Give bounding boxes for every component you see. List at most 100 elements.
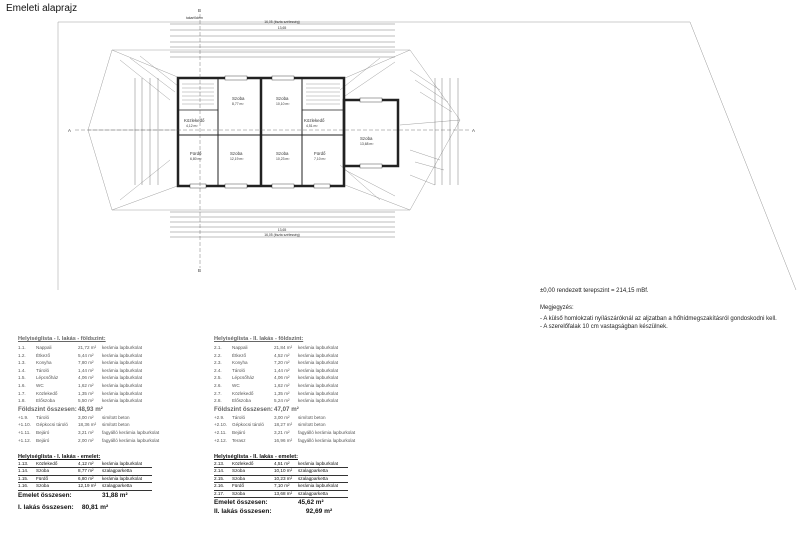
room-number: 1.13. <box>18 461 29 466</box>
room-area: 10,10 m² <box>276 102 290 106</box>
room-name: Közlekedő <box>232 390 254 396</box>
room-number: 2.16. <box>214 483 225 489</box>
room-name: Lépcsőház <box>36 375 59 381</box>
room-name: Nappali <box>36 345 52 350</box>
apartment-1-total-label: I. lakás összesen: <box>18 504 74 511</box>
room-name: Fürdő <box>232 483 245 489</box>
room-name: Közlekedő <box>36 461 58 466</box>
room-name: Közlekedő <box>232 461 254 466</box>
room-name: Szoba <box>232 475 246 481</box>
room-name: WC <box>232 382 240 388</box>
room-area: 1,62 m² <box>78 382 94 388</box>
room-name: Étkező <box>232 352 247 358</box>
total-value: 47,07 m² <box>274 405 299 413</box>
room-name: Szoba <box>276 96 289 101</box>
room-area: 6,80 m² <box>190 157 202 161</box>
room-number: 2.17. <box>214 490 225 496</box>
bottom-dimension-lines <box>170 211 395 238</box>
room-number: +1.11. <box>18 429 31 435</box>
floor-finish: kerámia lapburkolat <box>298 375 339 381</box>
room-area: 5,50 m² <box>78 398 94 404</box>
room-number: +2.10. <box>214 422 227 428</box>
apartment-2-total: II. lakás összesen: 92,69 m² <box>214 508 332 515</box>
total-label: Emelet összesen: <box>214 498 268 506</box>
room-area: 6,80 m² <box>78 475 94 481</box>
room-number: 1.7. <box>18 390 26 396</box>
room-number: 1.8. <box>18 398 26 404</box>
room-number: +2.12. <box>214 437 227 443</box>
site-boundary-line <box>58 21 797 290</box>
room-area: 10,23 m² <box>276 157 290 161</box>
floor-finish: simított beton <box>298 422 326 428</box>
room-name: Szoba <box>232 490 246 496</box>
room-name: Tároló <box>232 367 246 373</box>
room-name: Szoba <box>36 483 50 489</box>
dim-total-bottom: 16,05 (tiszta szélesség) <box>264 233 300 237</box>
room-area: 4,06 m² <box>78 375 94 381</box>
note-line: - A szerelőfalak 10 cm vastagságban kész… <box>540 324 668 330</box>
room-name: Szoba <box>232 96 245 101</box>
room-number: 1.1. <box>18 345 26 350</box>
room-area: 3,21 m² <box>78 429 94 435</box>
room-name: Nappali <box>232 345 248 350</box>
room-number: 1.3. <box>18 360 26 366</box>
room-area: 4,06 m² <box>274 375 290 381</box>
table-total: Földszint összesen:48,93 m² <box>18 405 182 414</box>
room-name: Előszoba <box>36 398 55 404</box>
room-list-ground-2: Helyiséglista - II. lakás - földszint:2.… <box>214 336 378 444</box>
room-area: 18,36 m² <box>78 422 97 428</box>
notes-heading: Megjegyzés: <box>540 305 574 311</box>
floor-finish: kerámia lapburkolat <box>298 398 339 404</box>
room-number: 1.16. <box>18 483 29 489</box>
room-area: 1,35 m² <box>274 390 290 396</box>
room-name: Fürdő <box>190 151 202 156</box>
total-label: Földszint összesen: <box>18 405 77 413</box>
page-title: Emeleti alaprajz <box>6 3 78 14</box>
room-list-upper-1: Helyiséglista - I. lakás - emelet:1.13.K… <box>18 454 152 500</box>
room-number: 2.3. <box>214 360 222 366</box>
room-area: 5,44 m² <box>78 352 94 358</box>
floor-finish: simított beton <box>102 422 130 428</box>
apartment-1-total-value: 80,81 m² <box>81 504 109 511</box>
floor-finish: szalagparketta <box>102 468 132 474</box>
room-area: 8,77 m² <box>78 468 94 474</box>
room-area: 8,77 m² <box>232 102 244 106</box>
room-area: 4,52 m² <box>274 352 290 358</box>
room-area: 2,00 m² <box>78 437 94 443</box>
dim-mid-bottom: 13,65 <box>278 228 287 232</box>
room-name: Szoba <box>36 468 50 474</box>
room-area: 1,35 m² <box>78 390 94 396</box>
total-value: 45,62 m² <box>298 498 324 506</box>
room-number: 1.15. <box>18 475 29 481</box>
room-name: Gépkocsi tároló <box>232 422 264 428</box>
room-name: Konyha <box>36 360 52 366</box>
windows <box>189 75 383 189</box>
room-area: 7,80 m² <box>78 360 94 366</box>
room-name: Közlekedő <box>184 118 205 123</box>
floor-finish: kerámia lapburkolat <box>298 382 339 388</box>
room-name: Közlekedő <box>304 118 325 123</box>
floor-finish: fagyálló kerámia lapburkolat <box>298 429 356 435</box>
room-name: Bejáró <box>232 429 246 435</box>
room-name: Szoba <box>276 151 289 156</box>
floor-finish: simított beton <box>298 414 326 420</box>
floor-finish: kerámia lapburkolat <box>298 461 339 466</box>
section-mark-b-top: B <box>198 8 201 13</box>
room-area: 5,24 m² <box>274 398 290 404</box>
